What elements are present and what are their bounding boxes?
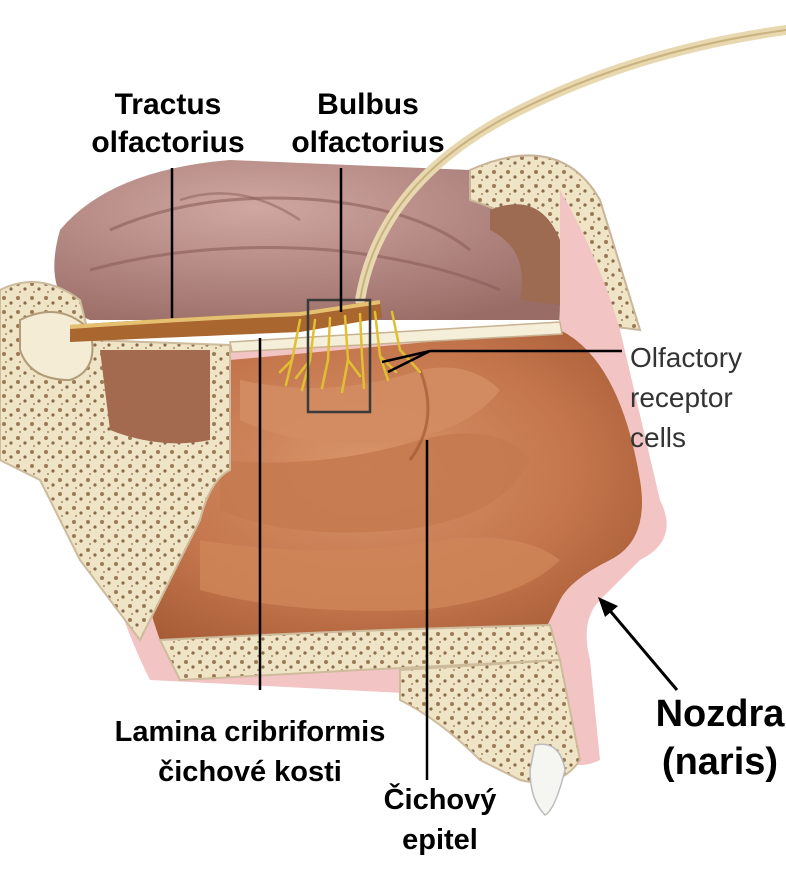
label-tractus-line1: Tractus — [58, 86, 278, 124]
label-tractus-line2: olfactorius — [58, 124, 278, 162]
label-bulbus-olfactorius: Bulbus olfactorius — [268, 86, 468, 162]
label-bulbus-line1: Bulbus — [268, 86, 468, 124]
label-nozdra-line1: Nozdra — [650, 690, 786, 738]
tooth — [530, 744, 565, 815]
label-lamina-line1: Lamina cribriformis — [50, 712, 450, 752]
label-olfactory-receptor-cells: Olfactory receptor cells — [630, 338, 786, 458]
label-cichovy-epitel: Čichový epitel — [355, 780, 525, 860]
label-receptor-line1: Olfactory — [630, 338, 786, 378]
label-bulbus-line2: olfactorius — [268, 124, 468, 162]
naris-arrow — [598, 597, 677, 690]
label-receptor-line3: cells — [630, 418, 786, 458]
label-epitel-line1: Čichový — [355, 780, 525, 820]
label-receptor-line2: receptor — [630, 378, 786, 418]
label-nozdra-line2: (naris) — [650, 738, 786, 786]
label-tractus-olfactorius: Tractus olfactorius — [58, 86, 278, 162]
label-epitel-line2: epitel — [355, 820, 525, 860]
label-nozdra-naris: Nozdra (naris) — [650, 690, 786, 786]
